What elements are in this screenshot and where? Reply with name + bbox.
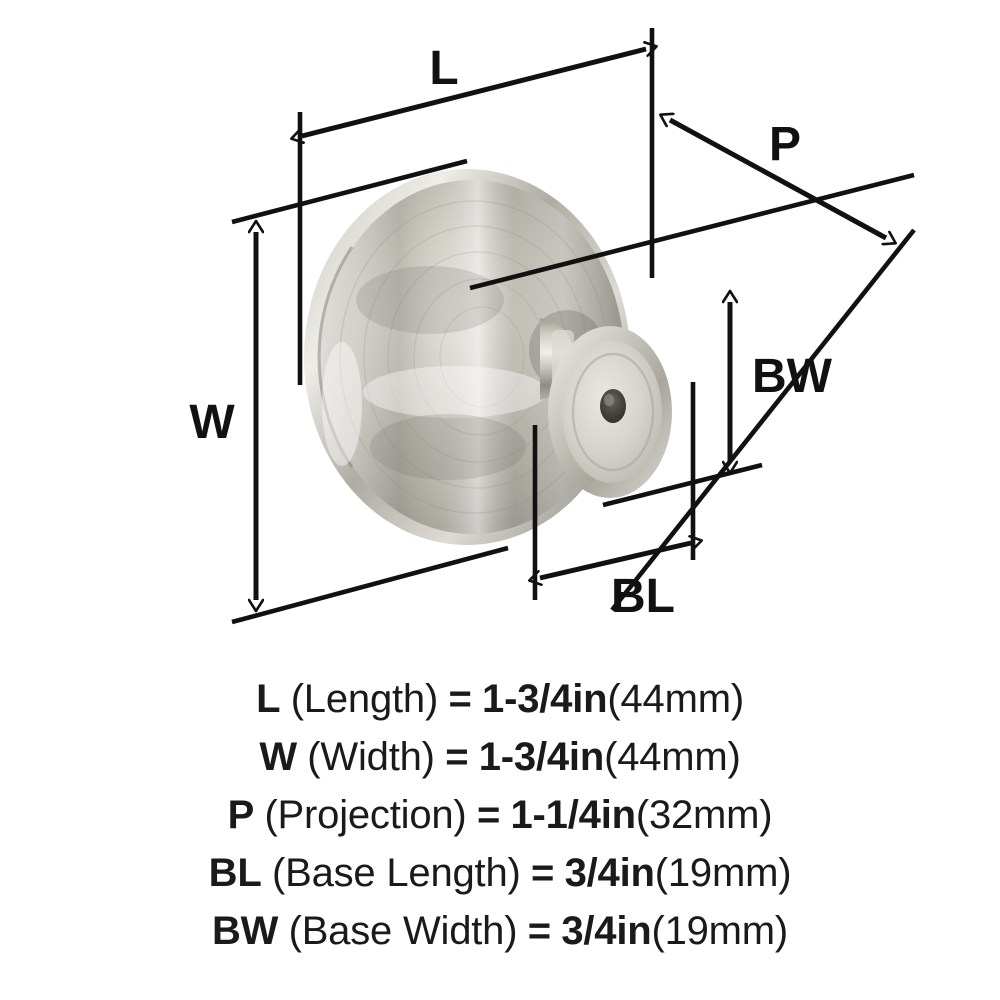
dimension-arrow-L xyxy=(302,49,646,136)
legend-abbr-BL: BL xyxy=(208,851,262,895)
dimension-labels: L P W BW BL xyxy=(189,42,832,623)
knob-shadow-upper xyxy=(356,266,504,334)
leader-line-top-tilted xyxy=(231,158,468,225)
leader-line-bottom-tilted xyxy=(231,545,509,625)
base-center-hole-highlight xyxy=(604,394,614,406)
diagram-svg: L P W BW BL xyxy=(189,28,916,625)
legend-name-BL: (Base Length) xyxy=(271,851,521,895)
dimension-label-BL: BL xyxy=(611,570,675,623)
legend-equals-BL: = xyxy=(531,851,555,895)
knob-highlight-left xyxy=(322,342,362,466)
dimension-arrow-BL xyxy=(540,543,691,578)
legend-value-W: 1-3/4in xyxy=(478,735,605,779)
legend-equals-W: = xyxy=(445,735,469,779)
knob-shadow-lower xyxy=(370,414,526,480)
legend-value-BW: 3/4in xyxy=(561,909,652,953)
legend-row-length: L(Length)=1-3/4in(44mm) xyxy=(0,670,1000,728)
base-center-hole xyxy=(600,389,626,423)
legend-name-BW: (Base Width) xyxy=(288,909,518,953)
legend-row-width: W(Width)=1-3/4in(44mm) xyxy=(0,728,1000,786)
legend-metric-W: (44mm) xyxy=(604,735,741,779)
legend-value-BL: 3/4in xyxy=(564,851,655,895)
legend-equals-P: = xyxy=(476,793,501,837)
legend-abbr-BW: BW xyxy=(211,909,279,953)
legend-abbr-P: P xyxy=(227,793,255,837)
dimension-label-P: P xyxy=(769,118,801,171)
dimension-label-BW: BW xyxy=(752,350,833,403)
dimension-label-L: L xyxy=(429,42,458,95)
legend-equals-L: = xyxy=(448,677,472,721)
legend-name-W: (Width) xyxy=(307,735,435,779)
diagram-area: L P W BW BL xyxy=(189,28,916,625)
legend-abbr-L: L xyxy=(256,677,281,721)
legend-metric-L: (44mm) xyxy=(607,677,744,721)
legend-row-base-length: BL(Base Length)=3/4in(19mm) xyxy=(0,844,1000,902)
legend-name-L: (Length) xyxy=(290,677,439,721)
base-disc-inner-ring xyxy=(571,352,655,472)
legend-equals-BW: = xyxy=(527,909,551,953)
legend-value-P: 1-1/4in xyxy=(510,793,637,837)
legend-row-base-width: BW(Base Width)=3/4in(19mm) xyxy=(0,902,1000,960)
dimension-legend: L(Length)=1-3/4in(44mm) W(Width)=1-3/4in… xyxy=(0,662,1000,1000)
knob-illustration xyxy=(304,169,672,545)
legend-abbr-W: W xyxy=(259,735,297,779)
legend-metric-P: (32mm) xyxy=(635,793,773,837)
legend-name-P: (Projection) xyxy=(264,793,467,837)
dimension-arrow-P xyxy=(670,120,886,238)
dimension-label-W: W xyxy=(189,396,235,449)
knob-highlight-band xyxy=(363,366,547,418)
knob-seam xyxy=(317,246,354,468)
legend-row-projection: P(Projection)=1-1/4in(32mm) xyxy=(0,786,1000,844)
dimension-arrows xyxy=(256,49,886,600)
legend-value-L: 1-3/4in xyxy=(482,677,608,721)
legend-metric-BW: (19mm) xyxy=(651,909,789,953)
legend-metric-BL: (19mm) xyxy=(654,851,792,895)
